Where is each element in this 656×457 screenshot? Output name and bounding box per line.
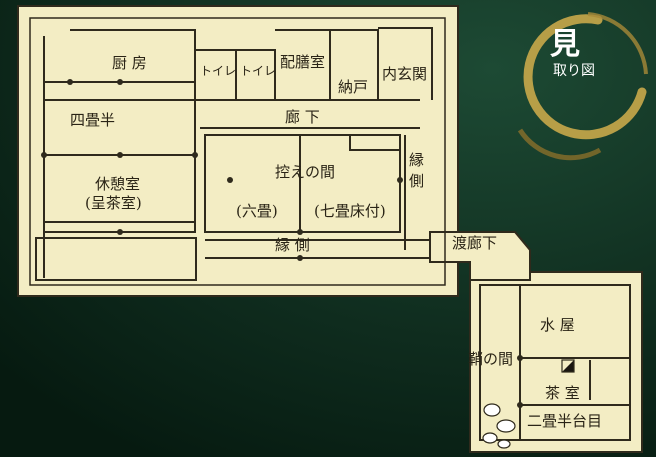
label-veranda-bottom: 縁 側 (275, 236, 310, 254)
label-veranda-right: 縁側 (407, 152, 425, 194)
label-mizuya: 水 屋 (540, 316, 575, 334)
label-tea-room: 茶 室 (545, 384, 580, 402)
label-corridor: 廊 下 (285, 108, 320, 126)
label-tea-room-size: 二畳半台目 (527, 412, 603, 430)
label-rest-room-sub: (呈茶室) (85, 194, 142, 212)
brush-circle-emblem (517, 12, 648, 161)
label-four-half-mat: 四畳半 (70, 111, 116, 129)
label-storage: 納戸 (338, 78, 369, 96)
label-saya-no-ma: 鞘の間 (468, 350, 514, 368)
label-rest-room: 休憩室 (95, 175, 141, 193)
emblem-subtitle: 取り図 (553, 63, 595, 79)
label-passage: 渡廊下 (452, 234, 498, 252)
label-kitchen: 厨 房 (112, 54, 147, 72)
label-seven-mat: (七畳床付) (314, 202, 386, 220)
label-inner-entrance: 内玄関 (382, 65, 428, 83)
label-toilet-1: トイレ (200, 64, 237, 78)
label-pantry: 配膳室 (280, 53, 326, 71)
label-six-mat: (六畳) (236, 202, 278, 220)
label-anteroom: 控えの間 (275, 163, 336, 181)
emblem-title: 見 (550, 27, 580, 62)
label-toilet-2: トイレ (240, 64, 277, 78)
